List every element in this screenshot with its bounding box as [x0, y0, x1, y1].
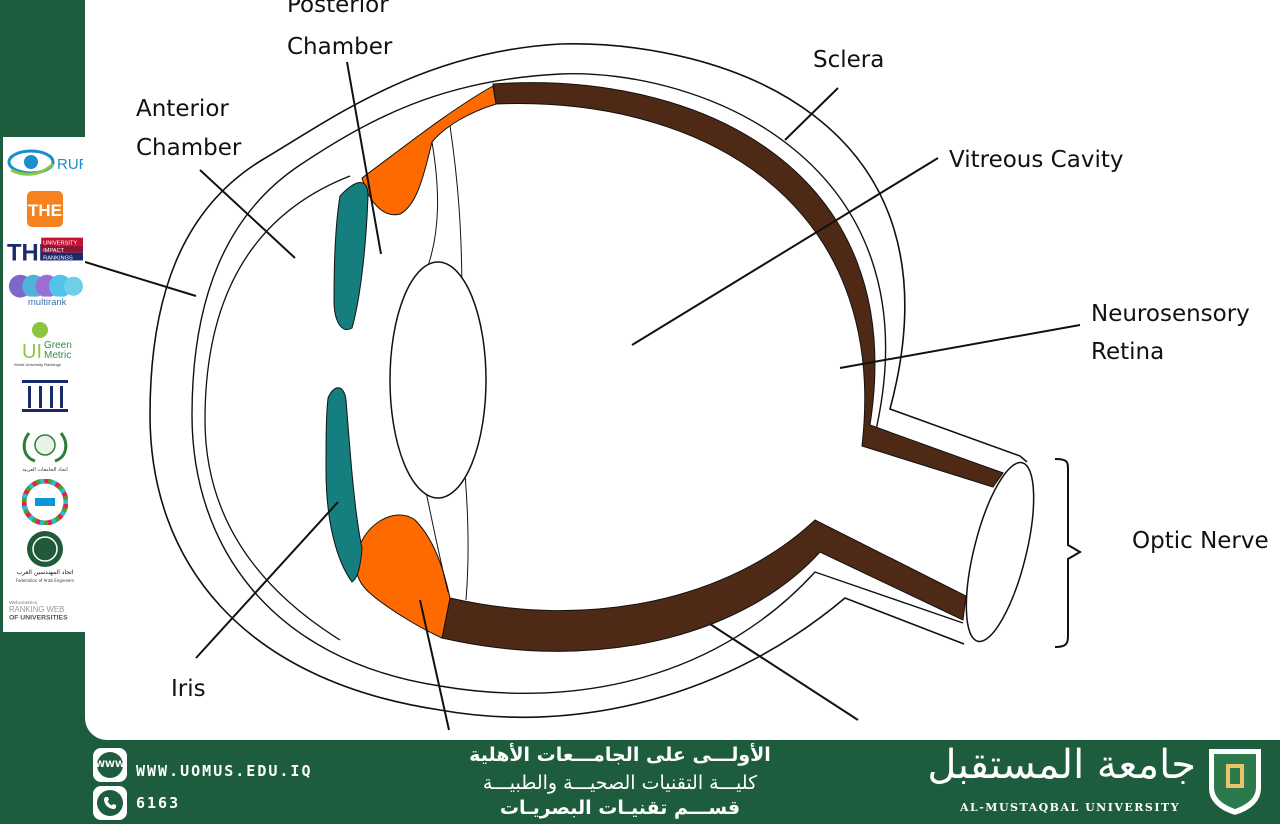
university-crest-icon	[1204, 744, 1266, 818]
pointer-iris	[195, 501, 339, 659]
the-logo-text: THE	[28, 201, 62, 220]
retina-band-upper	[492, 82, 1004, 488]
institution-columns-icon[interactable]	[7, 377, 83, 415]
greenmetric-line2: Metric	[44, 350, 71, 361]
globe-icon-label: WWW	[95, 752, 125, 778]
label-neurosensory-retina-line2: Retina	[1091, 339, 1165, 365]
eye-anatomy-diagram	[85, 43, 1082, 731]
slide-canvas: Posterior Chamber Anterior Chamber Scler…	[85, 0, 1280, 740]
rankings-panel: RUR THE THE UNIVERSITY IMPACT RANKINGS m…	[3, 137, 85, 632]
pointer-anterior-chamber	[199, 169, 296, 259]
label-optic-nerve: Optic Nerve	[1132, 528, 1269, 554]
label-sclera: Sclera	[813, 47, 885, 73]
webometrics-line2: RANKING WEB	[9, 605, 64, 614]
arab-engineers-sub2: Federation of Arab Engineers	[16, 578, 74, 583]
retina-band-lower	[441, 519, 967, 652]
phone-icon	[93, 786, 127, 820]
webometrics-line1: Webometrics	[9, 600, 38, 606]
pointer-cornea	[85, 261, 197, 297]
greenmetric-sub: World University Rankings	[14, 362, 61, 367]
the-logo-icon[interactable]: THE	[7, 189, 83, 229]
arabic-line-1: الأولـــى على الجامـــعات الأهلية	[469, 744, 771, 766]
sdg-wheel-icon[interactable]	[7, 479, 83, 525]
webometrics-icon[interactable]: Webometrics RANKING WEB OF UNIVERSITIES	[7, 597, 83, 623]
sclera-outline	[149, 43, 1021, 719]
university-name-english: AL-MUSTAQBAL UNIVERSITY	[959, 801, 1181, 814]
university-name-arabic: جامعة المستقبل	[927, 742, 1196, 788]
cornea-inner-outline	[204, 175, 351, 641]
arabic-line-3: قســـم تقنيـات البصريـات	[499, 797, 741, 819]
label-vitreous-cavity: Vitreous Cavity	[949, 147, 1124, 173]
choroid-outline	[191, 73, 1004, 695]
pointer-choroid	[709, 623, 859, 721]
multirank-text: multirank	[28, 297, 67, 308]
lens	[389, 261, 487, 499]
label-posterior-chamber-line2: Chamber	[287, 34, 393, 60]
optic-nerve-end	[965, 461, 1035, 643]
phone-number[interactable]: 6163	[136, 794, 181, 812]
label-iris: Iris	[171, 676, 206, 702]
website-link[interactable]: WWW.UOMUS.EDU.IQ	[136, 762, 313, 780]
greenmetric-line1: Green	[44, 340, 72, 351]
arab-universities-union-icon[interactable]: اتحاد الجامعات العربية	[7, 425, 83, 473]
rur-logo-text: RUR	[57, 156, 83, 173]
label-posterior-chamber-line1: Posterior	[287, 0, 389, 18]
label-anterior-chamber-line2: Chamber	[136, 135, 242, 161]
footer-bar: WWW WWW.UOMUS.EDU.IQ 6163 الأولـــى على …	[0, 740, 1280, 824]
the-impact-rankings-icon[interactable]: THE UNIVERSITY IMPACT RANKINGS	[7, 235, 83, 265]
zonule-upper	[427, 125, 463, 301]
arab-union-sub: اتحاد الجامعات العربية	[22, 467, 68, 473]
rur-logo-icon[interactable]: RUR	[7, 142, 83, 182]
ciliary-body-lower	[355, 514, 451, 639]
iris-lower	[325, 387, 363, 583]
label-neurosensory-retina-line1: Neurosensory	[1091, 301, 1250, 327]
pointer-neurosensory-retina	[839, 324, 1081, 369]
arab-engineers-sub: اتحاد المهندسين العرب	[17, 569, 74, 576]
label-anterior-chamber-line1: Anterior	[136, 96, 229, 122]
arabic-line-2: كليـــة التقنيات الصحيـــة والطبيـــة	[482, 772, 758, 794]
iris-upper	[333, 182, 369, 330]
globe-icon: WWW	[93, 748, 127, 782]
pointer-ciliary-body	[419, 599, 450, 731]
the-impact-line1: UNIVERSITY	[43, 240, 77, 246]
optic-nerve-edge-top	[1019, 455, 1028, 463]
greenmetric-ui: UI	[22, 341, 42, 363]
pointer-posterior-chamber	[346, 61, 382, 255]
optic-nerve-bracket	[1054, 458, 1082, 648]
pointer-vitreous-cavity	[631, 157, 939, 346]
webometrics-line3: OF UNIVERSITIES	[9, 615, 68, 622]
ui-greenmetric-logo-icon[interactable]: UI Green Metric World University Ranking…	[7, 320, 83, 368]
arab-engineers-federation-icon[interactable]: اتحاد المهندسين العرب Federation of Arab…	[7, 529, 83, 585]
multirank-logo-icon[interactable]: multirank	[7, 270, 83, 310]
pointer-sclera	[784, 87, 839, 141]
ciliary-body-upper	[361, 85, 497, 216]
the-impact-line2: IMPACT	[43, 248, 65, 254]
the-impact-line3: RANKINGS	[43, 256, 73, 262]
